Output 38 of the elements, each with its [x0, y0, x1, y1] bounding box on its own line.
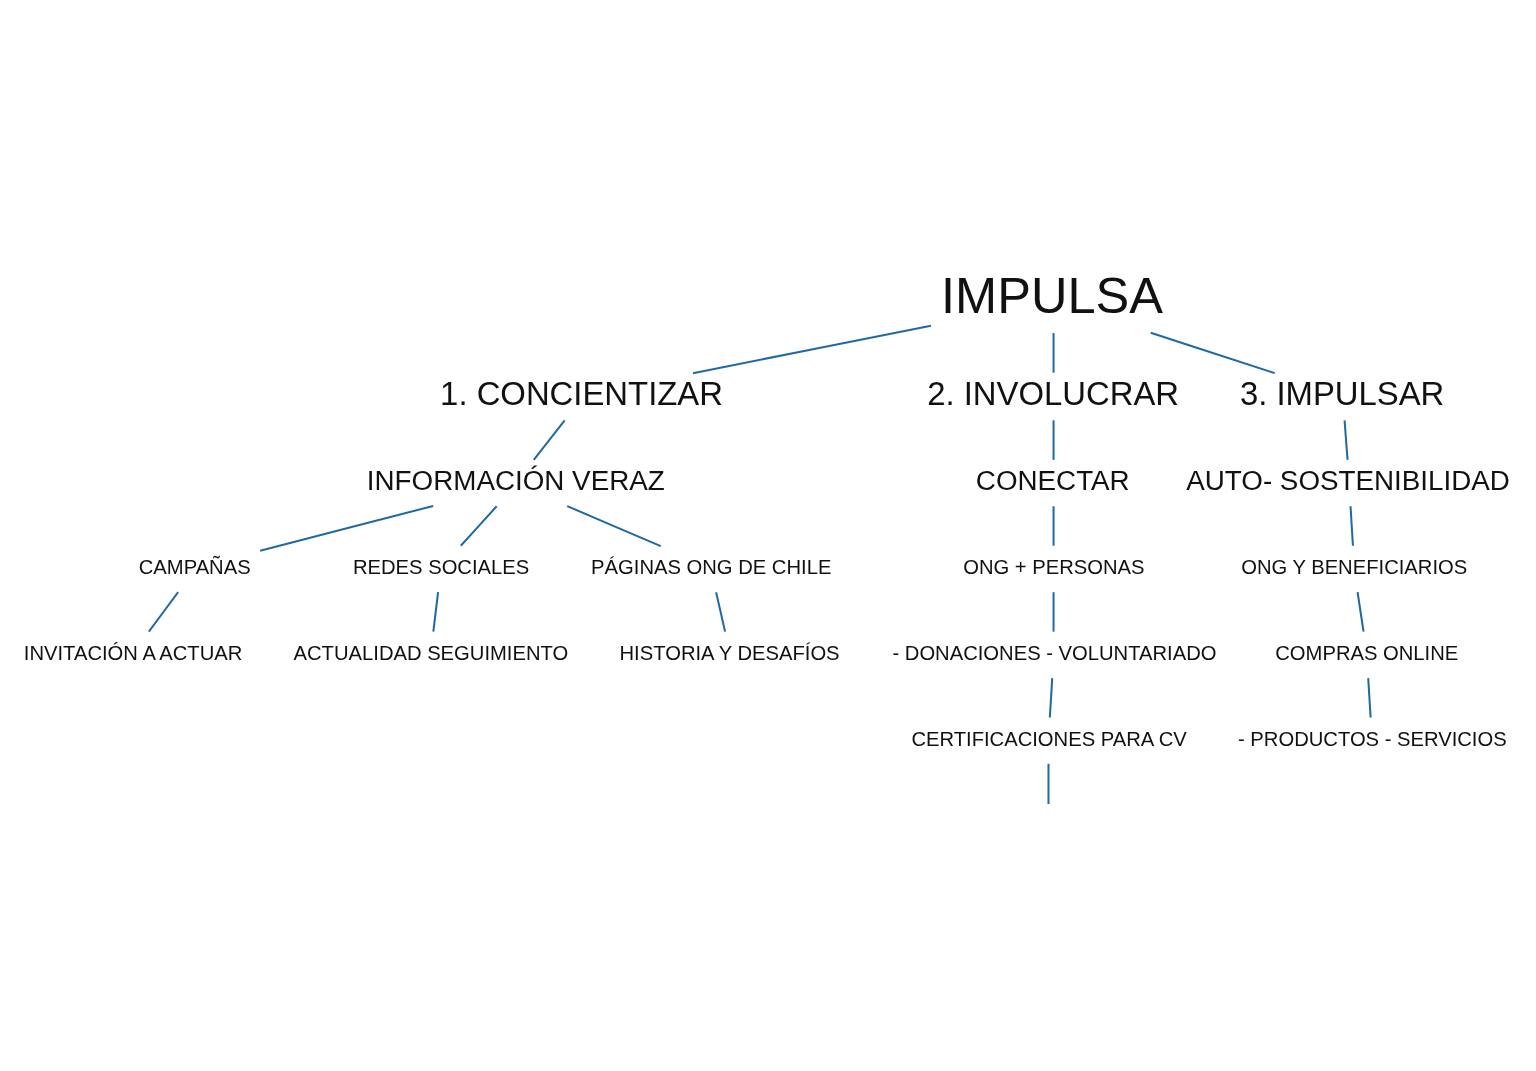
node-text: 1. CONCIENTIZAR — [440, 374, 723, 412]
node-text: INVITACIÓN A ACTUAR — [23, 641, 243, 664]
node-text: HISTORIA Y DESAFÍOS — [619, 641, 840, 664]
connector — [1047, 763, 1050, 804]
node-text: IMPULSA — [941, 266, 1163, 324]
node-text: INFORMACIÓN VERAZ — [366, 464, 665, 496]
connector — [259, 504, 434, 552]
node-text: ACTUALIDAD SEGUIMIENTO — [293, 641, 569, 664]
node-text: AUTO- SOSTENIBILIDAD — [1186, 464, 1510, 496]
connector — [148, 591, 179, 632]
connector — [1052, 332, 1055, 373]
connector — [1150, 331, 1276, 374]
node-text: 3. IMPULSAR — [1239, 374, 1445, 412]
connector — [1048, 677, 1054, 718]
node-text: - PRODUCTOS - SERVICIOS — [1238, 727, 1507, 750]
connector — [1052, 505, 1055, 546]
connector — [460, 505, 498, 546]
node-text: CERTIFICACIONES PARA CV — [911, 727, 1187, 750]
node-text: ONG Y BENEFICIARIOS — [1241, 555, 1468, 578]
node-text: PÁGINAS ONG DE CHILE — [591, 555, 832, 578]
connector — [1052, 591, 1055, 632]
node-text: - DONACIONES - VOLUNTARIADO — [892, 641, 1217, 664]
node-text: ONG + PERSONAS — [963, 555, 1145, 578]
node-text: CAMPAÑAS — [138, 555, 251, 578]
connector — [566, 504, 662, 547]
connector — [1349, 505, 1354, 546]
connector — [715, 591, 727, 632]
node-text: 2. INVOLUCRAR — [927, 374, 1180, 412]
connector — [532, 419, 566, 460]
connector — [1356, 591, 1365, 632]
node-text: CONECTAR — [975, 464, 1130, 496]
node-text: REDES SOCIALES — [352, 555, 530, 578]
connector — [692, 324, 932, 374]
connector — [1052, 419, 1055, 460]
connector — [1343, 419, 1349, 460]
connector — [1367, 677, 1372, 718]
node-text: COMPRAS ONLINE — [1275, 641, 1459, 664]
connector — [432, 591, 440, 632]
